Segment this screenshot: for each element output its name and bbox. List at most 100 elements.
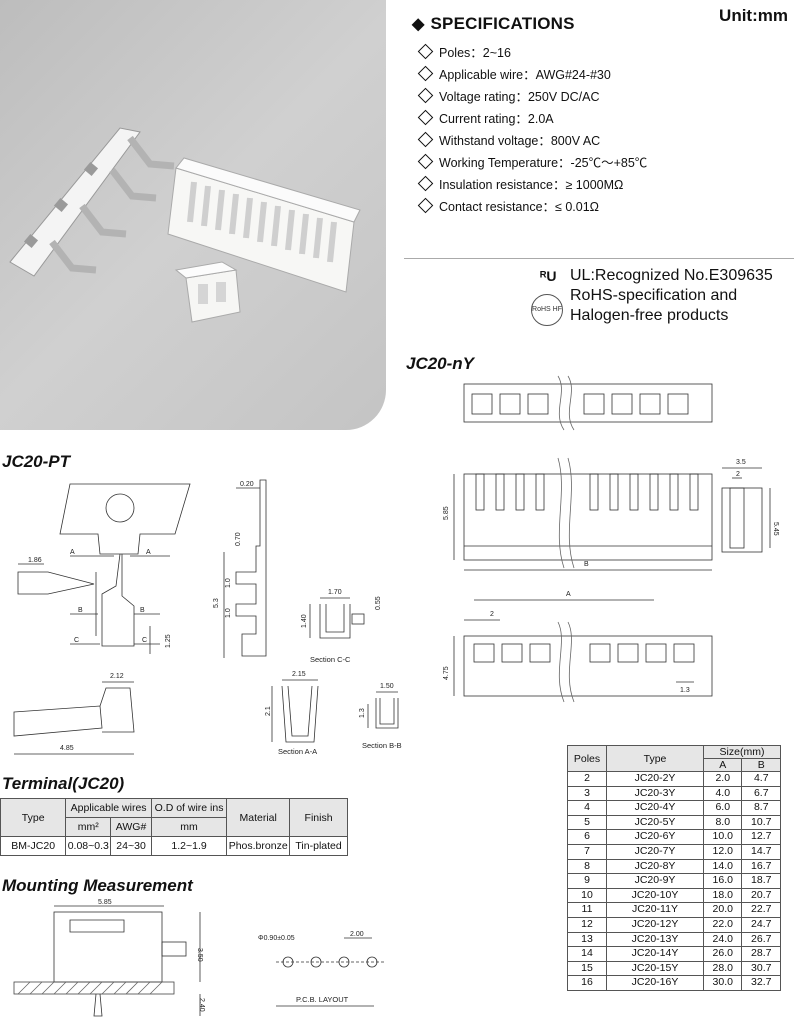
cell: 9 bbox=[567, 873, 607, 889]
cell: 7 bbox=[567, 843, 607, 860]
dim-label: 1.50 bbox=[380, 683, 394, 690]
dim-label: 2.00 bbox=[350, 931, 364, 938]
cell: 14.0 bbox=[702, 858, 743, 875]
spec-text: Current rating：2.0A bbox=[439, 112, 554, 126]
section-label: Section B-B bbox=[362, 741, 402, 750]
cell: 15 bbox=[567, 960, 607, 977]
cell: 10.7 bbox=[741, 814, 781, 831]
terminal-drawing-title: JC20-PT bbox=[2, 452, 71, 471]
product-photo bbox=[0, 0, 386, 430]
dim-label: A bbox=[70, 549, 75, 556]
spec-text: Contact resistance：≤ 0.01Ω bbox=[439, 200, 600, 214]
spec-item: Current rating：2.0A bbox=[417, 108, 647, 130]
dim-label: 2.15 bbox=[292, 671, 306, 678]
dim-label: A bbox=[566, 591, 571, 598]
dim-label: 5.85 bbox=[443, 506, 450, 520]
dim-label: 5.3 bbox=[213, 598, 220, 608]
cert-line-rohs: RoHS-specification and bbox=[570, 287, 738, 304]
dim-label: 0.70 bbox=[235, 532, 242, 546]
cell: 28.0 bbox=[702, 960, 743, 977]
cell: BM-JC20 bbox=[0, 836, 67, 856]
mounting-drawing: 5.85 3.50 2.40 Φ0.90±0.05 2.00 P.C.B. LA… bbox=[13, 899, 384, 1017]
cell: JC20-16Y bbox=[606, 975, 704, 991]
spec-item: Voltage rating：250V DC/AC bbox=[417, 86, 647, 108]
cell: 24.7 bbox=[741, 916, 781, 933]
dim-label: 2 bbox=[736, 471, 740, 478]
diamond-outline-icon bbox=[417, 131, 434, 148]
dim-label: 4.85 bbox=[60, 745, 74, 752]
dim-label: 5.45 bbox=[772, 522, 779, 536]
dim-label: 3.5 bbox=[736, 459, 746, 466]
dim-label: 0.20 bbox=[240, 481, 254, 488]
spec-item: Applicable wire：AWG#24-#30 bbox=[417, 64, 647, 86]
cell: 10 bbox=[567, 887, 607, 904]
cell: 6.7 bbox=[741, 785, 781, 802]
housing-drawing: 5.85 B 3.5 2 5.45 2 A 4.75 1.3 bbox=[443, 375, 779, 703]
dim-label: Φ0.90±0.05 bbox=[258, 935, 295, 942]
dim-label: 1.3 bbox=[359, 708, 366, 718]
cell: 18.7 bbox=[741, 873, 781, 889]
cell: JC20-7Y bbox=[606, 843, 704, 860]
dim-label: 2 bbox=[490, 611, 494, 618]
spec-text: Poles：2~16 bbox=[439, 46, 511, 60]
th-od: O.D of wire ins bbox=[150, 798, 228, 818]
cell: 6.0 bbox=[702, 800, 743, 816]
terminal-drawing: 1.86 A A B B C C 1.25 2.12 4.85 0.20 0.7… bbox=[13, 479, 402, 756]
th-material: Material bbox=[226, 798, 291, 837]
cell: JC20-14Y bbox=[606, 946, 704, 962]
specifications-title-text: SPECIFICATIONS bbox=[430, 14, 575, 33]
th-applicable-wires: Applicable wires bbox=[65, 798, 152, 818]
spec-item: Poles：2~16 bbox=[417, 42, 647, 64]
th-finish: Finish bbox=[289, 798, 348, 837]
cert-line-halogen: Halogen-free products bbox=[570, 307, 729, 324]
th-b: B bbox=[741, 758, 781, 772]
dim-label: 2.12 bbox=[110, 673, 124, 680]
cell: 26.0 bbox=[702, 946, 743, 962]
cell: JC20-9Y bbox=[606, 873, 704, 889]
diamond-outline-icon bbox=[417, 109, 434, 126]
diamond-outline-icon bbox=[417, 197, 434, 214]
cell: JC20-5Y bbox=[606, 814, 704, 831]
section-label: Section C-C bbox=[310, 655, 351, 664]
spec-item: Withstand voltage：800V AC bbox=[417, 130, 647, 152]
cell: 2 bbox=[567, 771, 607, 787]
cell: 22.7 bbox=[741, 902, 781, 918]
spec-text: Working Temperature：-25℃～+85℃ bbox=[439, 156, 648, 170]
cell: 20.0 bbox=[702, 902, 743, 918]
cert-line-ul: UL:Recognized No.E309635 bbox=[570, 267, 773, 284]
dim-label: C bbox=[74, 637, 79, 644]
th-type: Type bbox=[0, 798, 67, 837]
th-mm2: mm² bbox=[65, 817, 112, 837]
cell: 8 bbox=[567, 858, 607, 875]
unit-label: Unit:mm bbox=[719, 6, 788, 25]
dim-label: B bbox=[140, 607, 145, 614]
dim-label: 5.85 bbox=[98, 899, 112, 906]
cell: 11 bbox=[567, 902, 607, 918]
dim-label: 2.40 bbox=[198, 998, 205, 1012]
dim-label: B bbox=[584, 561, 589, 568]
dim-label: 4.75 bbox=[443, 666, 450, 680]
cell: 2.0 bbox=[702, 771, 743, 787]
th-mm: mm bbox=[150, 817, 228, 837]
cell: 20.7 bbox=[741, 887, 781, 904]
cell: 22.0 bbox=[702, 916, 743, 933]
cell: 4.7 bbox=[741, 771, 781, 787]
th-type: Type bbox=[606, 745, 704, 772]
diamond-outline-icon bbox=[417, 153, 434, 170]
cell: JC20-11Y bbox=[606, 902, 704, 918]
spec-text: Voltage rating：250V DC/AC bbox=[439, 90, 600, 104]
cell: 14 bbox=[567, 946, 607, 962]
cell: 10.0 bbox=[702, 829, 743, 845]
diamond-outline-icon bbox=[417, 65, 434, 82]
cell: JC20-2Y bbox=[606, 771, 704, 787]
